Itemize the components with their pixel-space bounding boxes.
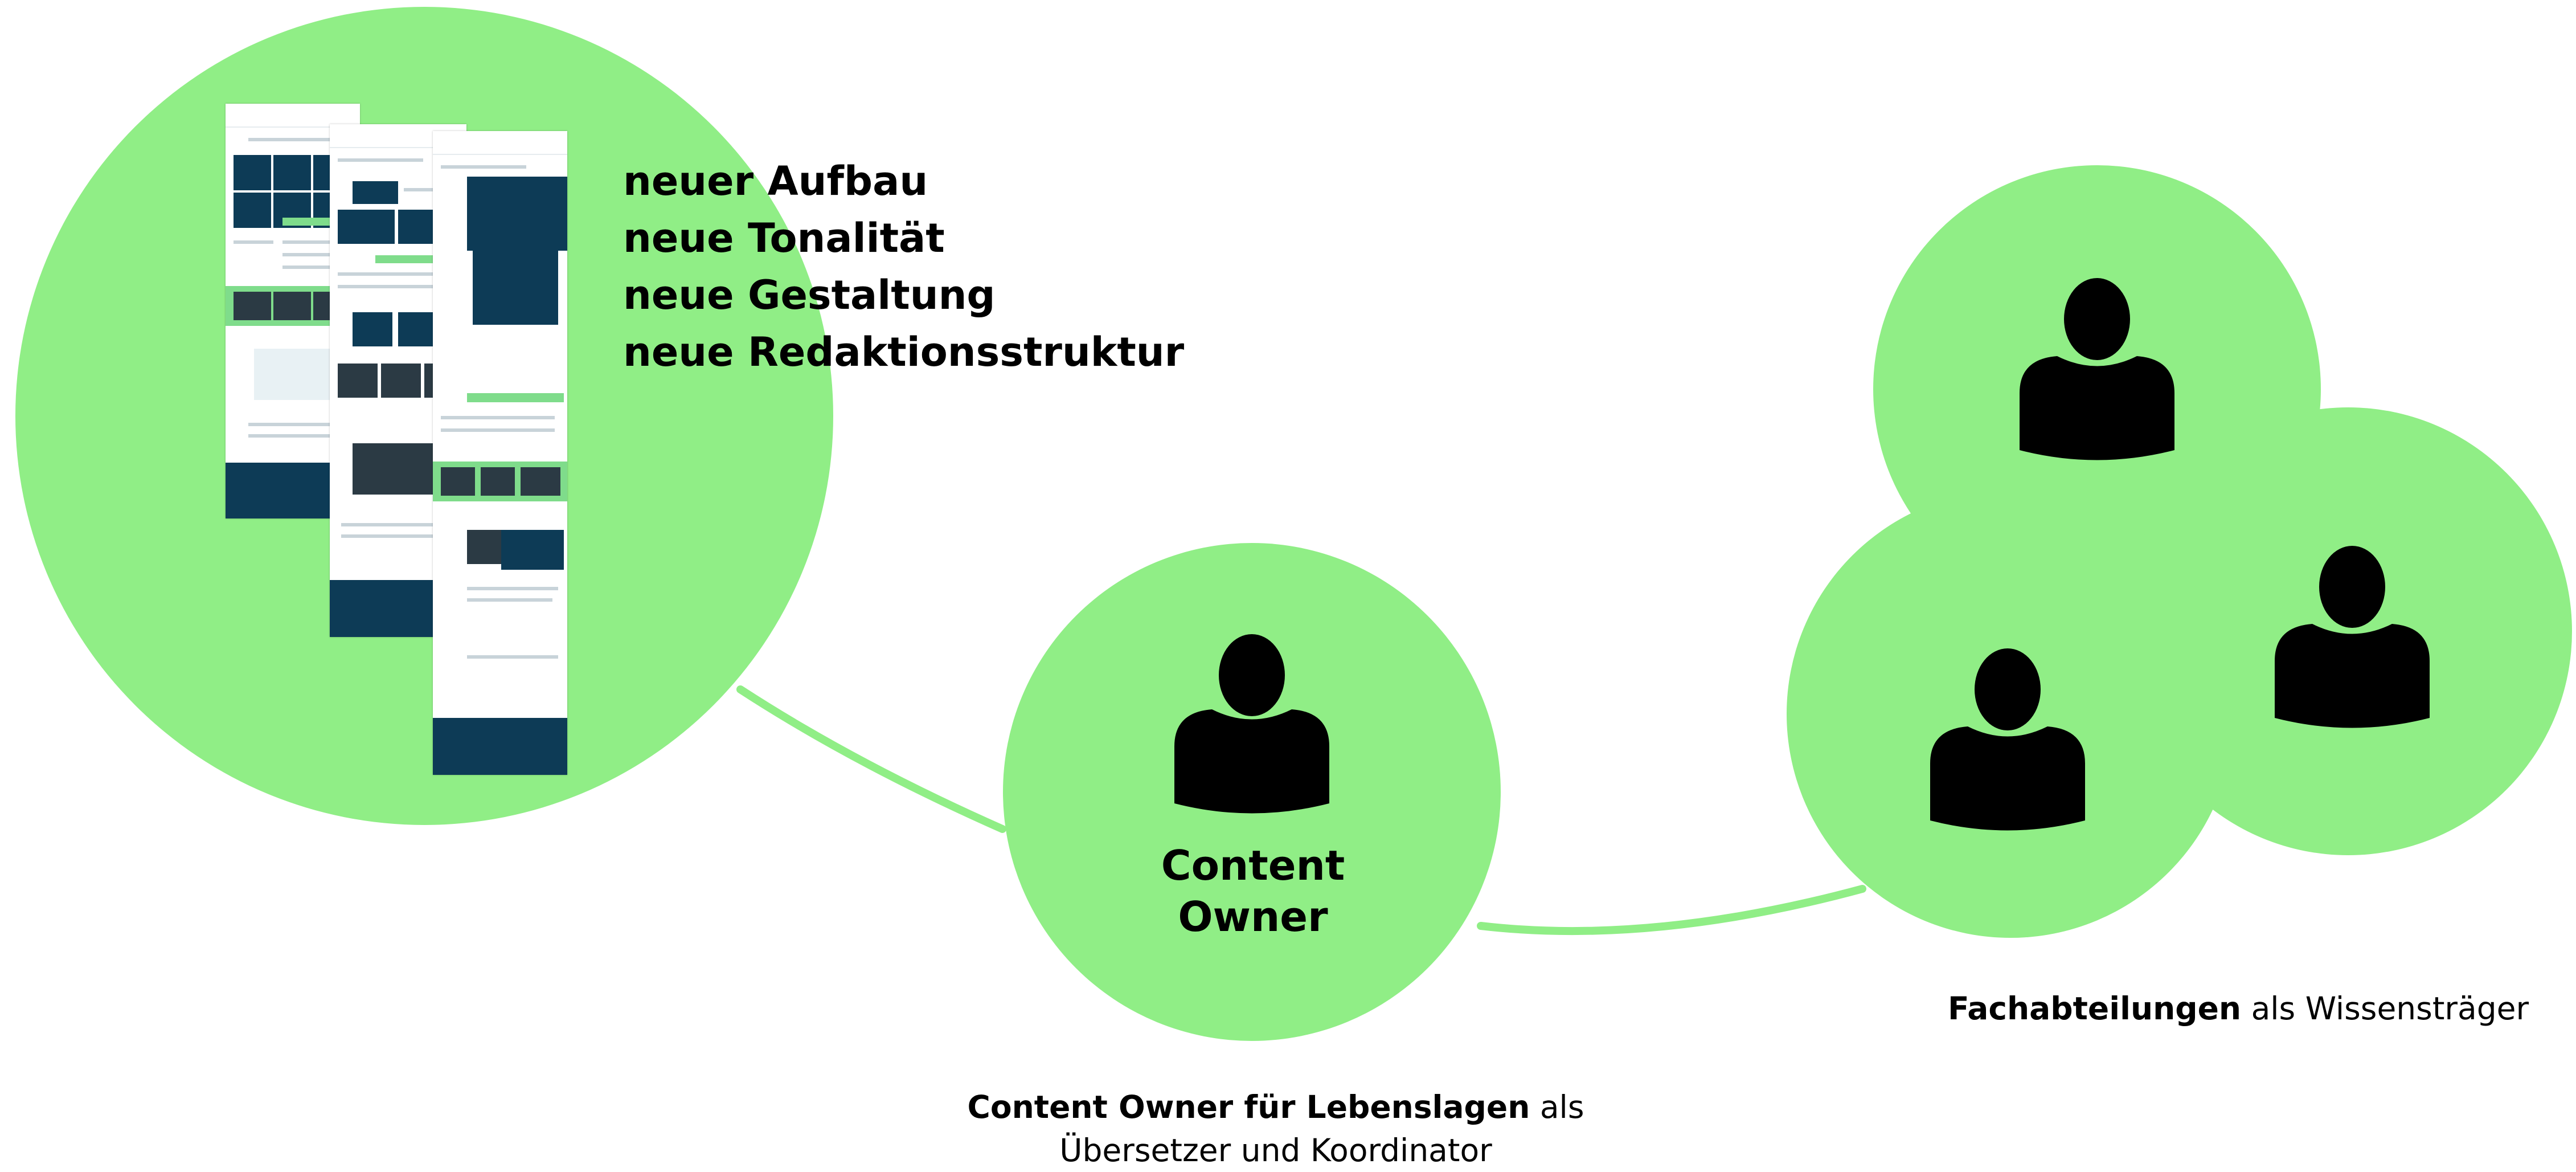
person-icon bbox=[2275, 546, 2430, 728]
person-icon bbox=[1930, 648, 2085, 831]
content-owner-caption-line2: Übersetzer und Koordinator bbox=[1059, 1132, 1492, 1169]
content-owner-label: Content Owner bbox=[1002, 840, 1504, 942]
person-icon bbox=[2020, 278, 2174, 460]
person-icon bbox=[1174, 634, 1329, 814]
feature-item: neue Gestaltung bbox=[623, 272, 996, 318]
content-owner-caption: Content Owner für Lebenslagen als Überse… bbox=[888, 1085, 1663, 1172]
connector-website-to-content-owner bbox=[736, 685, 1006, 833]
connector-content-owner-to-fachabteilungen bbox=[1477, 885, 1866, 936]
fachabteilungen-caption-bold: Fachabteilungen bbox=[1947, 990, 2242, 1027]
feature-list: neuer Aufbau neue Tonalität neue Gestalt… bbox=[623, 153, 1184, 381]
feature-item: neue Redaktionsstruktur bbox=[623, 329, 1185, 375]
fachabteilungen-caption: Fachabteilungen als Wissensträger bbox=[1879, 987, 2576, 1030]
content-owner-caption-rest: als bbox=[1530, 1089, 1584, 1125]
feature-item: neuer Aufbau bbox=[623, 158, 928, 205]
content-owner-caption-bold: Content Owner für Lebenslagen bbox=[967, 1089, 1530, 1125]
website-mockup-3 bbox=[433, 131, 567, 775]
content-owner-label-line: Content bbox=[1161, 842, 1345, 889]
content-owner-label-line: Owner bbox=[1178, 893, 1328, 941]
fachabteilung-circle-right bbox=[2124, 407, 2572, 855]
feature-item: neue Tonalität bbox=[623, 215, 945, 262]
fachabteilungen-caption-rest: als Wissensträger bbox=[2241, 990, 2529, 1027]
